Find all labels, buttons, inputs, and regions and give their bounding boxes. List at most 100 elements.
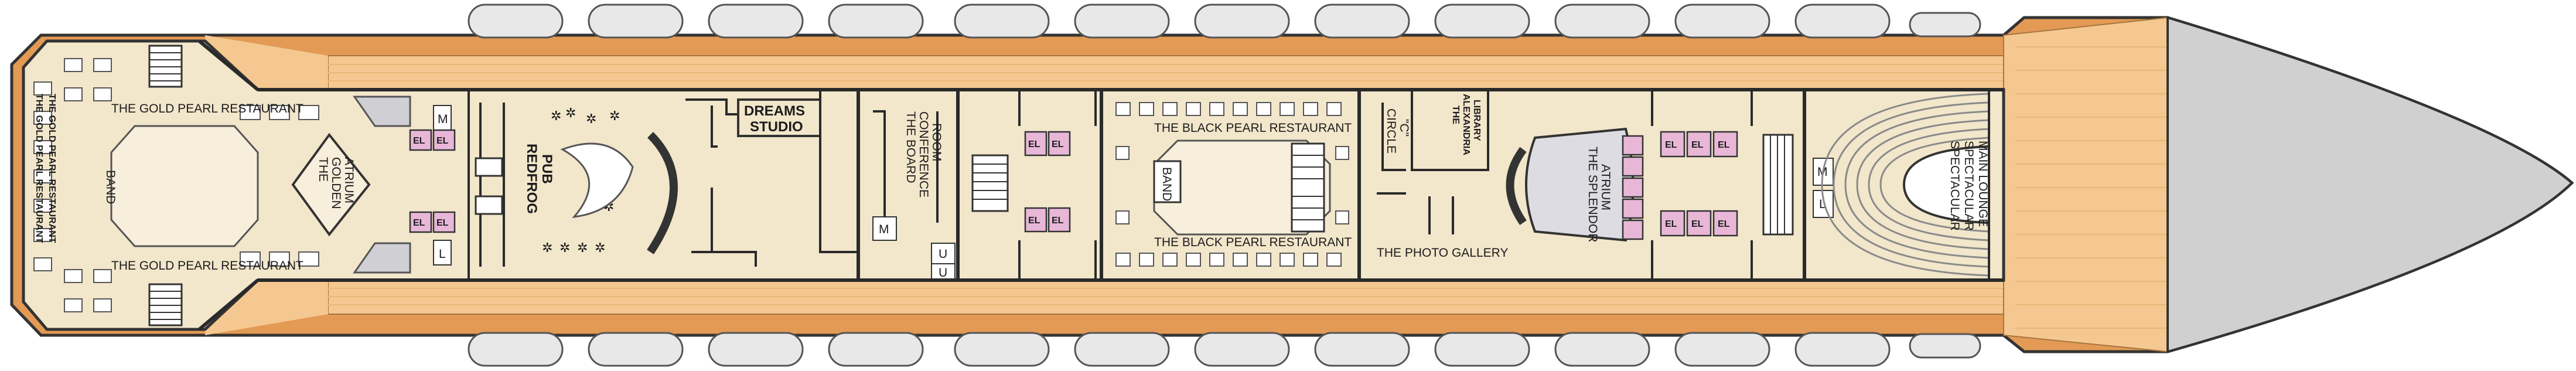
svg-text:EL: EL <box>1028 139 1040 149</box>
lifeboat-icon <box>708 4 804 39</box>
splendor-atrium[interactable]: THE SPLENDOR ATRIUM <box>1506 127 1644 246</box>
main-lounge-label: SPECTACULAR SPECTACULAR MAIN LOUNGE <box>1948 141 1990 234</box>
svg-text:EL: EL <box>436 218 449 228</box>
deck-planks <box>328 64 2015 305</box>
lifeboat-icon <box>1074 4 1170 39</box>
aft-tables <box>33 58 319 312</box>
stairs-icon <box>1291 142 1325 233</box>
restroom-icon <box>433 240 452 266</box>
board-room-label: THE BOARD CONFERENCE ROOM <box>904 111 943 201</box>
stairs-icon <box>475 157 503 177</box>
splendor-atrium-shape <box>1525 127 1635 242</box>
splendor-atrium-label: THE SPLENDOR ATRIUM <box>1586 147 1612 246</box>
bow <box>2166 16 2574 353</box>
svg-text:✲: ✲ <box>542 240 552 255</box>
gold-pearl-top-label: THE GOLD PEARL RESTAURANT <box>111 102 303 115</box>
lifeboat-icon <box>1674 4 1770 39</box>
lifeboat-icon <box>1554 4 1650 39</box>
svg-text:EL: EL <box>1691 219 1704 229</box>
forward-elevator-bank[interactable]: EL EL EL EL EL EL <box>1651 90 1753 280</box>
elevator-icon <box>1048 207 1071 233</box>
mid-elevator-bank[interactable]: EL EL EL EL <box>971 90 1097 280</box>
alexandria-library[interactable]: THE ALEXANDRIA LIBRARY <box>1411 90 1489 234</box>
lifeboats-top <box>468 4 1981 39</box>
redfrog-pub-label: REDFROG PUB <box>524 144 555 218</box>
lifeboat-icon <box>468 4 564 39</box>
svg-text:✲: ✲ <box>609 108 620 123</box>
lifeboat-icon <box>954 332 1050 367</box>
gold-pearl-bottom-label: THE GOLD PEARL RESTAURANT <box>111 259 303 273</box>
svg-text:✲: ✲ <box>551 108 561 123</box>
lifeboat-icon <box>828 332 924 367</box>
black-pearl-band-label: BAND <box>1160 167 1173 201</box>
gold-pearl-restaurant[interactable]: THE GOLD PEARL RESTAURANT THE GOLD PEARL… <box>33 39 411 331</box>
lifeboat-icon <box>1314 332 1410 367</box>
restroom-icon <box>931 263 956 281</box>
black-pearl-tables <box>1115 102 1349 267</box>
svg-text:✲: ✲ <box>577 240 588 255</box>
main-lounge[interactable]: M L SPECTACULAR SPECTACULAR MAIN LOUNGE <box>1762 90 1990 280</box>
svg-text:L: L <box>439 247 446 261</box>
svg-text:L: L <box>1819 198 1826 211</box>
elevator-icon <box>409 211 432 233</box>
forward-deck <box>2003 16 2168 353</box>
black-pearl-bottom-label: THE BLACK PEARL RESTAURANT <box>1154 236 1352 249</box>
restroom-icon <box>931 243 956 264</box>
svg-text:✲: ✲ <box>559 240 570 255</box>
golden-atrium-label: THE GOLDEN ATRIUM <box>316 157 356 213</box>
photo-gallery[interactable]: THE PHOTO GALLERY <box>1377 246 1508 260</box>
svg-text:STUDIO: STUDIO <box>750 119 803 135</box>
forward-deck-planks <box>2015 46 2168 329</box>
gold-pearl-side-label-2: THE GOLD PEARL RESTAURANT <box>47 94 57 243</box>
golden-atrium[interactable]: THE GOLDEN ATRIUM <box>316 157 356 213</box>
board-conference-room[interactable]: THE BOARD CONFERENCE ROOM M U U <box>857 90 960 281</box>
svg-text:EL: EL <box>413 218 425 228</box>
elevator-icon <box>432 211 456 233</box>
stairs-icon <box>148 45 183 326</box>
lifeboat-icon <box>468 332 564 367</box>
lifeboat-icon <box>1554 332 1650 367</box>
svg-text:EL: EL <box>413 136 425 146</box>
restroom-icon <box>433 105 452 131</box>
svg-text:EL: EL <box>1052 216 1064 226</box>
lifeboat-icon <box>1794 4 1891 39</box>
elevator-icon <box>409 129 432 151</box>
svg-text:U: U <box>939 266 947 280</box>
black-pearl-top-label: THE BLACK PEARL RESTAURANT <box>1154 121 1352 135</box>
atrium-staircase <box>1506 147 1527 225</box>
alexandria-library-label: THE ALEXANDRIA LIBRARY <box>1451 94 1482 158</box>
svg-text:DREAMS: DREAMS <box>744 103 805 119</box>
lifeboat-icon <box>954 4 1050 39</box>
svg-text:EL: EL <box>1028 216 1040 226</box>
lifeboat-icon <box>588 4 684 39</box>
lifeboats-bottom <box>468 332 1981 367</box>
aft-band-area <box>110 125 259 247</box>
lifeboat-icon <box>828 4 924 39</box>
black-pearl-restaurant[interactable]: BAND THE BLACK PEARL RESTAURANT THE BLAC… <box>1100 90 1361 280</box>
svg-text:EL: EL <box>1718 219 1730 229</box>
golden-atrium-shape <box>291 132 371 237</box>
elevator-icon <box>1048 131 1071 156</box>
svg-text:M: M <box>438 113 448 126</box>
circle-c[interactable]: CIRCLE "C" <box>1377 103 1411 195</box>
stairs-icon <box>1762 134 1794 236</box>
dreams-studio[interactable]: DREAMS STUDIO <box>711 90 858 253</box>
elevator-icon <box>1024 207 1048 233</box>
elevator-icon <box>432 129 456 151</box>
lifeboat-icon <box>1314 4 1410 39</box>
svg-text:EL: EL <box>436 136 449 146</box>
svg-text:✲: ✲ <box>565 105 576 120</box>
lifeboat-icon <box>1194 332 1290 367</box>
dreams-studio-sign <box>737 98 821 137</box>
lifeboat-icon <box>1434 4 1530 39</box>
circle-c-label: CIRCLE "C" <box>1384 108 1411 157</box>
svg-text:✲: ✲ <box>595 240 605 255</box>
bar-counter <box>560 142 634 218</box>
redfrog-pub[interactable]: REDFROG PUB ✲✲✲✲ ✲✲✲✲ ✲✲✲✲ ✲✲ <box>468 90 757 280</box>
aft-elevator-bank[interactable]: M EL EL EL EL L <box>409 105 456 266</box>
svg-text:EL: EL <box>1052 139 1064 149</box>
lifeboat-icon <box>1674 332 1770 367</box>
stage <box>1902 145 1990 224</box>
gold-pearl-side-label-1: THE GOLD PEARL RESTAURANT <box>34 94 44 243</box>
